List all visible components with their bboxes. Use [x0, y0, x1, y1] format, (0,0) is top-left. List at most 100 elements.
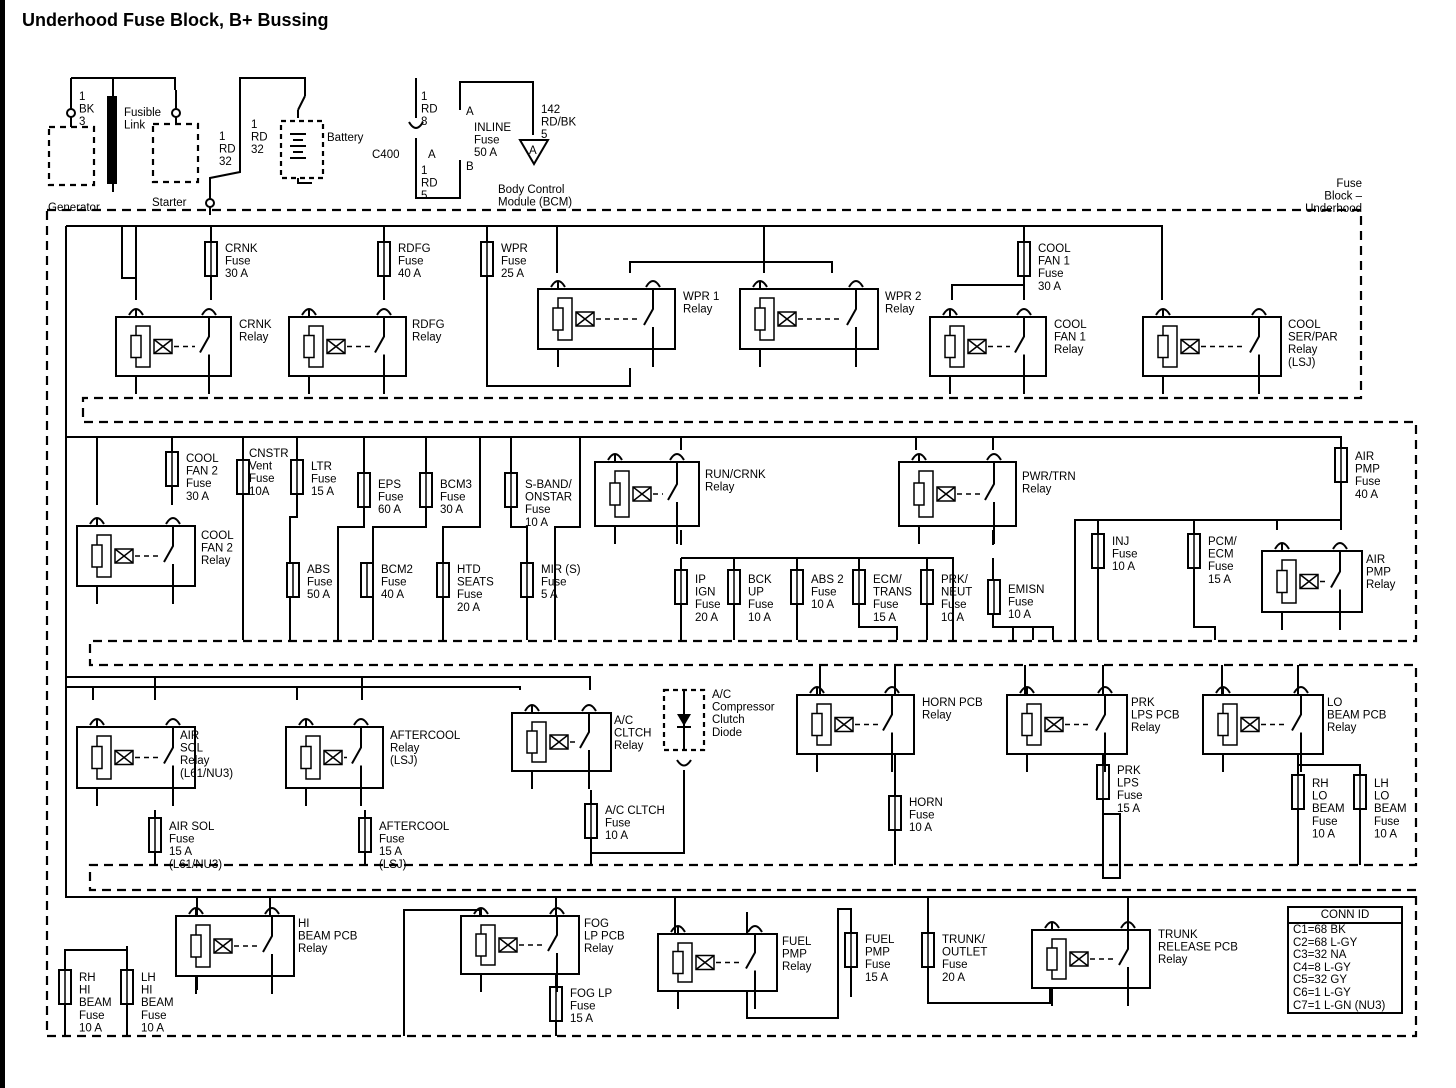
- air-pmp-relay-switch-icon: [1330, 551, 1341, 630]
- conn-id-row: C4=8 L-GY: [1293, 961, 1351, 974]
- conn-id-row: C6=1 L-GY: [1293, 986, 1351, 999]
- conn-id-header: CONN ID: [1289, 908, 1401, 924]
- conn-id-row: C2=68 L-GY: [1293, 936, 1358, 949]
- prk-lps-pcb-relay-box: [1006, 694, 1128, 755]
- rdfg-relay-box: [288, 316, 407, 377]
- generator-label: Generator: [48, 202, 100, 214]
- svg-text:A: A: [529, 145, 537, 157]
- aftercool-relay-box: [285, 726, 384, 789]
- air-pmp-relay-box: [1261, 550, 1363, 613]
- pwr-trn-relay-box: [898, 461, 1017, 527]
- ac-cltch-relay-box: [511, 712, 612, 772]
- cool-ser-par-relay-box: [1142, 316, 1282, 377]
- inline-b-label: B: [466, 161, 474, 173]
- cool-fan1-relay-switch-icon: [1014, 317, 1025, 394]
- trunk-release-pcb-relay-box: [1031, 929, 1151, 989]
- conn-id-row: C5=32 GY: [1293, 974, 1348, 987]
- left-margin-rule: [0, 0, 5, 1088]
- wpr1-relay-box: [537, 288, 676, 350]
- ac-compressor-clutch-diode: [662, 688, 706, 767]
- crnk-relay-box: [115, 316, 232, 377]
- conn-id-row: C3=32 NA: [1293, 949, 1347, 962]
- crnk-relay-switch-icon: [199, 317, 210, 394]
- fog-lp-pcb-relay-switch-icon: [547, 916, 558, 992]
- fuel-pmp-relay-switch-icon: [745, 934, 756, 1009]
- aftercool-relay-switch-icon: [351, 727, 362, 806]
- conn-id-row: C7=1 L-GN (NU3): [1293, 999, 1386, 1012]
- c400-label: C400: [372, 149, 400, 161]
- cool-fan1-relay-box: [929, 316, 1047, 377]
- lo-beam-pcb-relay-box: [1202, 694, 1324, 755]
- wpr1-relay-switch-icon: [643, 289, 654, 367]
